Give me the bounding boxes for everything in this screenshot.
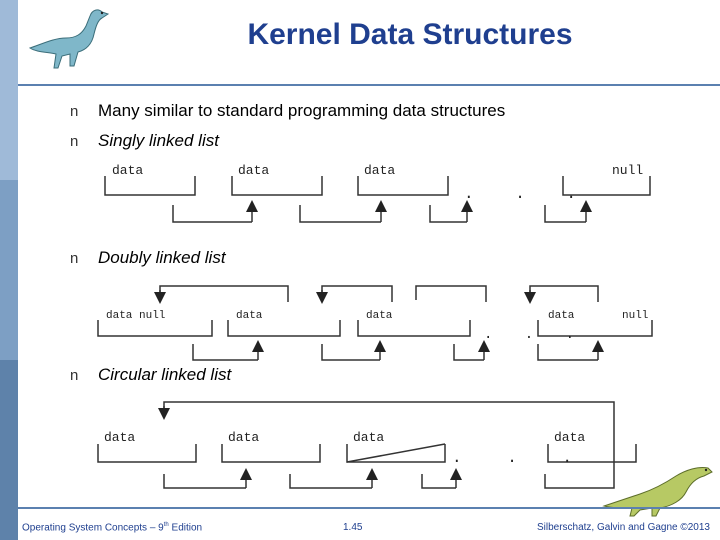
bullet-marker: n xyxy=(70,133,79,150)
header-divider xyxy=(18,84,720,86)
sidebar-band xyxy=(0,0,18,180)
circular-linked-list-diagram xyxy=(97,401,637,489)
slide-title: Kernel Data Structures xyxy=(247,18,573,51)
circular-ellipsis: . . . xyxy=(452,449,590,467)
bullet-item: n Circular linked list xyxy=(70,365,231,385)
singly-node-label: null xyxy=(612,163,643,178)
sidebar-band xyxy=(0,180,18,360)
singly-node-label: data xyxy=(364,163,395,178)
singly-ellipsis: . . . xyxy=(464,185,592,203)
singly-linked-list-diagram xyxy=(104,176,651,223)
dinosaur-footer-icon xyxy=(602,467,713,517)
bullet-item: n Singly linked list xyxy=(70,131,219,151)
bullet-text: Many similar to standard programming dat… xyxy=(98,101,506,120)
bullet-text: Singly linked list xyxy=(98,131,219,150)
footer-course-title: Operating System Concepts – 9th Edition xyxy=(22,522,202,533)
bullet-marker: n xyxy=(70,103,79,120)
footer-superscript: th xyxy=(163,522,169,528)
bullet-text: Doubly linked list xyxy=(98,248,226,267)
doubly-node-label: data xyxy=(236,310,263,322)
bullet-marker: n xyxy=(70,367,79,384)
doubly-node-label: null xyxy=(622,310,648,322)
circular-node-label: data xyxy=(353,430,384,445)
footer-copyright: Silberschatz, Galvin and Gagne ©2013 xyxy=(536,522,710,533)
sidebar-decoration xyxy=(0,0,18,540)
circular-node-label: data xyxy=(228,430,259,445)
dinosaur-logo-icon xyxy=(28,9,110,69)
bullet-item: n Doubly linked list xyxy=(70,248,226,268)
page-number: 1.45 xyxy=(343,522,363,533)
footer-text: Edition xyxy=(168,522,203,534)
circular-node-label: data xyxy=(554,430,585,445)
sidebar-band xyxy=(0,360,18,540)
doubly-linked-list-diagram xyxy=(97,285,653,361)
singly-node-label: data xyxy=(112,163,143,178)
footer-divider xyxy=(18,507,720,509)
bullet-item: n Many similar to standard programming d… xyxy=(70,101,505,121)
doubly-node-label: data xyxy=(366,310,393,322)
doubly-node-label: data null xyxy=(106,310,165,322)
circular-node-label: data xyxy=(104,430,135,445)
doubly-node-label: data xyxy=(548,310,575,322)
footer-text: Operating System Concepts – 9 xyxy=(22,522,164,534)
singly-node-label: data xyxy=(238,163,269,178)
bullet-text: Circular linked list xyxy=(98,365,232,384)
bullet-marker: n xyxy=(70,250,79,267)
doubly-ellipsis: . . . xyxy=(484,327,586,343)
